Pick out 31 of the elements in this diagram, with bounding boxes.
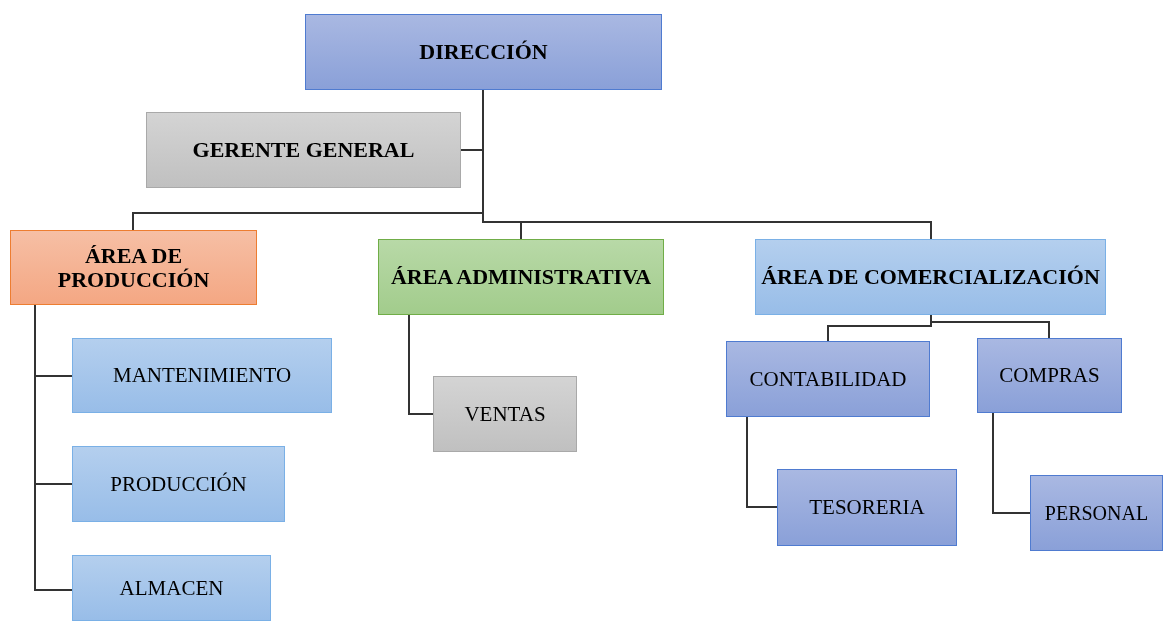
org-chart-box bbox=[146, 112, 461, 188]
org-chart-box bbox=[433, 376, 577, 452]
connector-line bbox=[746, 416, 778, 508]
box-label: CONTABILIDAD bbox=[748, 367, 908, 390]
box-label: ÁREA ADMINISTRATIVA bbox=[389, 265, 653, 289]
box-label: DIRECCIÓN bbox=[418, 40, 549, 64]
connector-line bbox=[34, 304, 73, 591]
box-label: PERSONAL bbox=[1043, 502, 1150, 524]
org-chart-box bbox=[72, 338, 332, 413]
org-chart-box bbox=[777, 469, 957, 546]
org-chart-box bbox=[72, 446, 285, 522]
org-chart-box bbox=[72, 555, 271, 621]
box-label: TESORERIA bbox=[808, 496, 926, 519]
org-chart-box bbox=[755, 239, 1106, 315]
box-label: ALMACEN bbox=[118, 576, 225, 599]
box-label: VENTAS bbox=[463, 402, 547, 425]
box-label: PRODUCCIÓN bbox=[109, 472, 248, 495]
org-chart-box bbox=[726, 341, 930, 417]
box-label: ÁREA DE COMERCIALIZACIÓN bbox=[760, 265, 1101, 289]
org-chart-box bbox=[378, 239, 664, 315]
connector-line bbox=[930, 314, 1050, 339]
connector-line bbox=[992, 412, 1031, 514]
connector-line bbox=[408, 314, 434, 415]
org-chart-box bbox=[977, 338, 1122, 413]
box-label: COMPRAS bbox=[998, 364, 1101, 387]
box-label: MANTENIMIENTO bbox=[111, 364, 293, 387]
org-chart-box bbox=[305, 14, 662, 90]
org-chart-box bbox=[1030, 475, 1163, 551]
org-chart-box bbox=[10, 230, 257, 305]
box-label: ÁREA DE PRODUCCIÓN bbox=[56, 244, 211, 291]
box-label: GERENTE GENERAL bbox=[191, 138, 416, 162]
